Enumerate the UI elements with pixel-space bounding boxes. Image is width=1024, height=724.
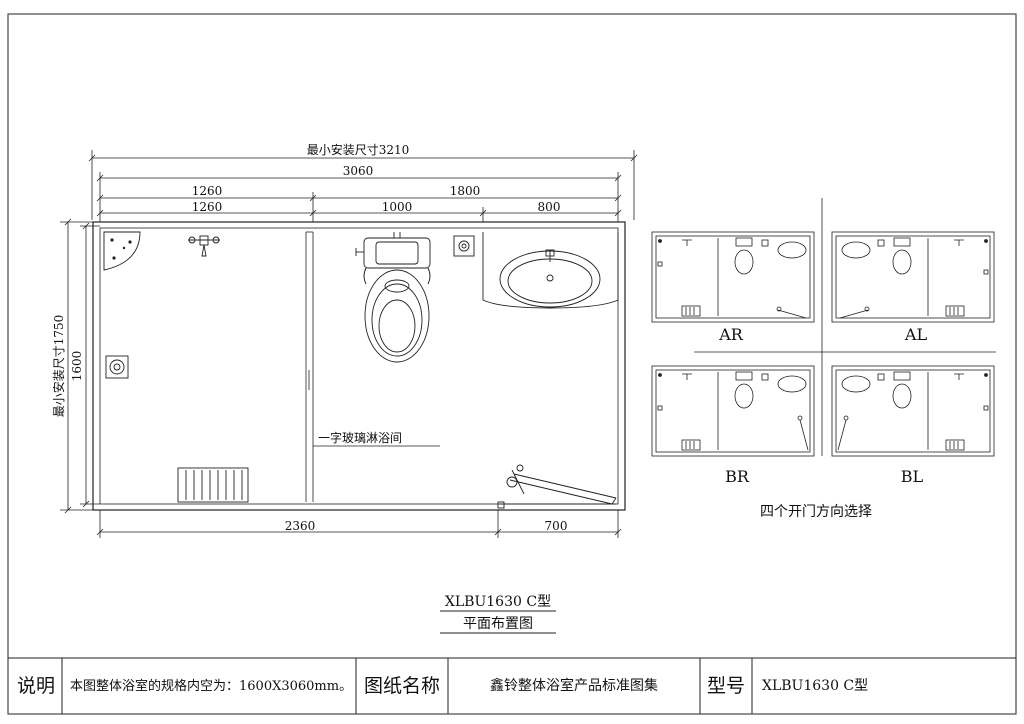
shower-bench-icon (177, 467, 249, 503)
title-block-note-label: 说明 (17, 675, 55, 697)
corner-shelf-icon (103, 231, 141, 271)
variant-ar-label: AR (718, 325, 744, 344)
dim-bottom-right: 700 (545, 519, 568, 533)
tissue-holder-icon (453, 235, 475, 257)
variants-divider (694, 198, 996, 456)
drawing-model-title: XLBU1630 C型 (445, 594, 551, 610)
title-block (61, 658, 753, 714)
dim-min-install-width: 最小安装尺寸3210 (307, 142, 410, 157)
variant-al-plan (831, 231, 995, 323)
title-block-drawing-name-value: 鑫铃整体浴室产品标准图集 (490, 677, 658, 694)
title-block-model-value: XLBU1630 C型 (762, 678, 868, 694)
variant-ar-plan (651, 231, 815, 323)
dim-min-install-height: 最小安装尺寸1750 (51, 315, 66, 418)
dim-top-mid-2: 1000 (382, 200, 413, 214)
title-block-drawing-name-label: 图纸名称 (364, 675, 440, 697)
title-block-note-text: 本图整体浴室的规格内空为：1600X3060mm。 (70, 678, 352, 694)
variant-br-label: BR (725, 467, 750, 486)
main-room (92, 221, 626, 511)
title-block-model-label: 型号 (707, 675, 745, 697)
dim-height: 1600 (70, 351, 84, 382)
variant-br-plan (651, 365, 815, 457)
door-options-caption: 四个开门方向选择 (760, 504, 872, 520)
top-dimensions (88, 150, 638, 222)
dim-bottom-left: 2360 (285, 519, 316, 533)
bottom-dimensions (96, 510, 622, 538)
sheet-border (7, 13, 1017, 715)
dim-total-width: 3060 (343, 164, 374, 178)
drawing-subtitle: 平面布置图 (463, 616, 533, 632)
toilet-icon (355, 232, 431, 363)
dim-top-left-2: 1260 (192, 200, 223, 214)
entrance-door-icon (497, 464, 617, 509)
dim-top-left-1: 1260 (192, 184, 223, 198)
dim-top-right-1: 1800 (450, 184, 481, 198)
variant-bl-plan (831, 365, 995, 457)
dim-top-right-2: 800 (538, 200, 561, 214)
sink-icon (482, 232, 619, 309)
variant-al-label: AL (904, 325, 928, 344)
glass-shower-label: 一字玻璃淋浴间 (318, 430, 402, 445)
shower-faucet-icon (188, 235, 220, 257)
floor-drain-icon (105, 355, 129, 379)
variant-bl-label: BL (901, 467, 924, 486)
